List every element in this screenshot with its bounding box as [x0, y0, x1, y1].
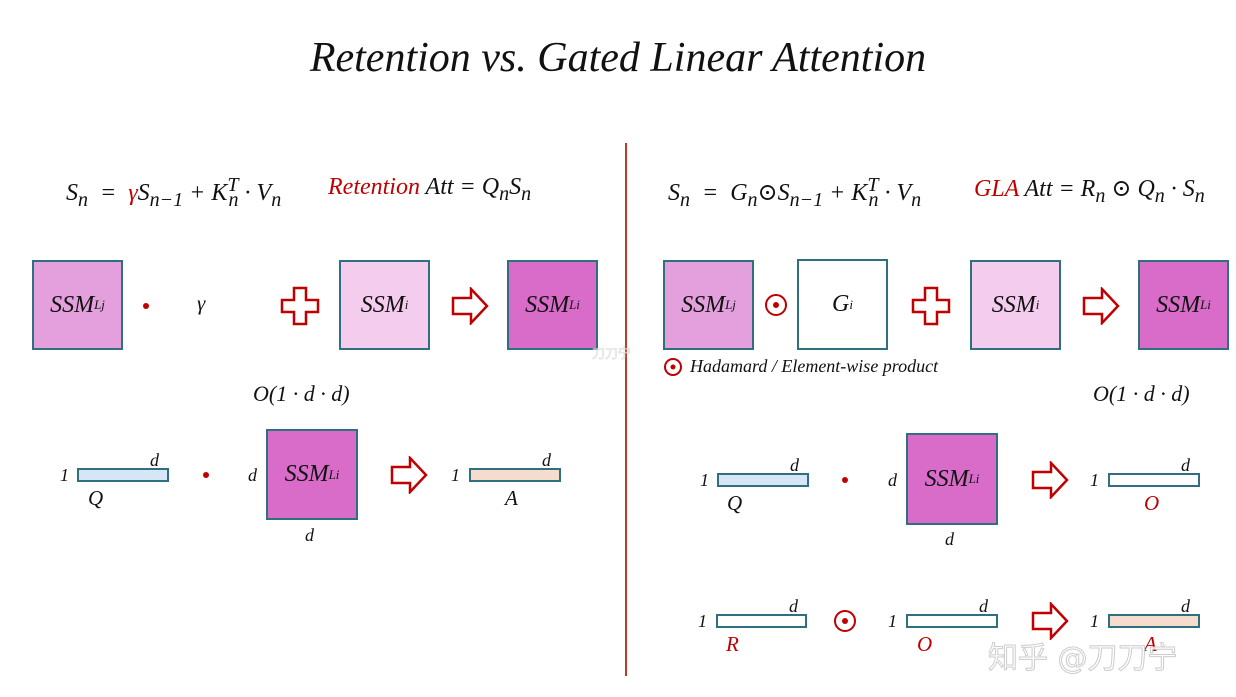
q-dim-d: d: [150, 450, 159, 470]
q-vector-bar: [77, 468, 169, 482]
plus-icon-right: [911, 286, 951, 326]
gla-q-vector-bar: [717, 473, 809, 487]
retention-attention-equation: Retention Att = QnSn: [328, 174, 532, 205]
q-dim-1: 1: [60, 465, 69, 485]
right-complexity: O(1 · d · d): [1093, 381, 1190, 406]
gla-q-dim-d: d: [790, 455, 799, 475]
gla-attention-equation: GLA Att = Rn ⊙ Qn · Sn: [974, 176, 1205, 207]
gla-o-label: O: [1144, 491, 1160, 515]
hadamard-product-icon: [765, 294, 787, 316]
center-divider: [625, 143, 627, 676]
gla-state-equation: Sn = Gn⊙Sn−1 + KTn · Vn: [668, 174, 922, 211]
plus-icon: [280, 286, 320, 326]
ssm-col-dim: d: [305, 525, 314, 545]
hadamard-note: Hadamard / Element-wise product: [690, 356, 939, 376]
slide-title: Retention vs. Gated Linear Attention: [309, 35, 927, 81]
watermark-small: 刀刀宁: [592, 347, 632, 363]
watermark: 知乎 @刀刀宁: [988, 641, 1179, 677]
gla-ssm-row-dim: d: [888, 470, 897, 490]
gla-o-dim-1: 1: [1090, 470, 1099, 490]
multiply-dot: [143, 303, 149, 309]
gla-q-label: Q: [727, 491, 743, 515]
a2-label: A: [1144, 632, 1157, 656]
o2-dim-d: d: [979, 596, 988, 616]
a2-dim-d: d: [1181, 596, 1190, 616]
arrow-right-icon: [451, 287, 489, 325]
o2-vector-bar: [906, 614, 998, 628]
a-label: A: [505, 486, 518, 510]
a-dim-1: 1: [451, 465, 460, 485]
arrow-right-icon-right-2: [1031, 461, 1069, 499]
q-label: Q: [88, 486, 104, 510]
o2-label: O: [917, 632, 933, 656]
gla-name: GLA: [974, 176, 1019, 202]
left-complexity: O(1 · d · d): [253, 381, 350, 406]
gla-o-dim-d: d: [1181, 455, 1190, 475]
retention-state-equation: Sn = γSn−1 + KTn · Vn: [66, 174, 282, 211]
retention-name: Retention: [328, 174, 420, 200]
a2-dim-1: 1: [1090, 611, 1099, 631]
arrow-right-icon-right-3: [1031, 602, 1069, 640]
hadamard-legend-icon: [664, 358, 682, 376]
gla-ssm-col-dim: d: [945, 529, 954, 549]
a2-vector-bar: [1108, 614, 1200, 628]
hadamard-product-icon-2: [834, 610, 856, 632]
multiply-dot-2: [203, 472, 209, 478]
gamma-symbol: γ: [197, 291, 206, 315]
r-dim-1: 1: [698, 611, 707, 631]
gla-q-dim-1: 1: [700, 470, 709, 490]
r-dim-d: d: [789, 596, 798, 616]
o2-dim-1: 1: [888, 611, 897, 631]
arrow-right-icon-2: [390, 456, 428, 494]
gla-o-vector-bar: [1108, 473, 1200, 487]
gla-multiply-dot: [842, 477, 848, 483]
a-dim-d: d: [542, 450, 551, 470]
a-vector-bar: [469, 468, 561, 482]
r-vector-bar: [716, 614, 807, 628]
r-label: R: [726, 632, 739, 656]
ssm-row-dim: d: [248, 465, 257, 485]
arrow-right-icon-right: [1082, 287, 1120, 325]
